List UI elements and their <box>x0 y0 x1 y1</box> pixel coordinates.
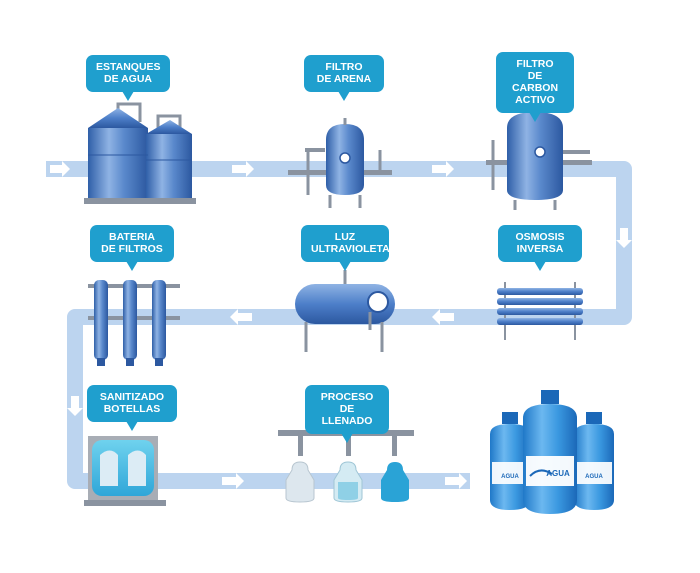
carbon-filter-tank <box>486 112 592 210</box>
arrow-down-icon <box>616 228 632 248</box>
bottle-sanitizer <box>84 436 166 506</box>
label-filter-bank: BATERIA DE FILTROS <box>90 225 174 271</box>
label-uv-light: LUZ ULTRAVIOLETA <box>301 225 390 271</box>
arrow-right-icon <box>232 161 254 177</box>
label-filling: PROCESO DE LLENADO <box>305 385 389 443</box>
arrow-right-icon <box>50 161 70 177</box>
water-bottles: AGUA AGUA AGUA <box>490 390 614 514</box>
bottle-brand-right: AGUA <box>585 474 603 480</box>
filter-bank <box>88 280 180 366</box>
arrow-right-icon <box>432 161 454 177</box>
bottle-center: AGUA <box>523 390 577 514</box>
storage-tanks <box>84 102 196 204</box>
label-tanks: ESTANQUES DE AGUA <box>86 55 170 101</box>
label-carbon-filter: FILTRO DE CARBON ACTIVO <box>496 52 574 122</box>
arrow-left-icon <box>230 309 252 325</box>
bottle-brand-left: AGUA <box>501 474 519 480</box>
bottle-left: AGUA <box>490 412 530 510</box>
arrow-left-icon <box>432 309 454 325</box>
arrow-down-icon <box>67 396 83 416</box>
bottle-brand-center: AGUA <box>546 469 570 478</box>
arrow-right-icon <box>222 473 244 489</box>
uv-light-unit <box>295 270 395 352</box>
arrow-right-icon <box>445 473 467 489</box>
bottle-right: AGUA <box>574 412 614 510</box>
label-sanitizing: SANITIZADO BOTELLAS <box>87 385 177 431</box>
label-reverse-osmosis: OSMOSIS INVERSA <box>498 225 582 271</box>
flow-arrows <box>50 161 632 489</box>
reverse-osmosis-unit <box>497 282 583 340</box>
sand-filter-tank <box>288 118 392 208</box>
label-sand-filter: FILTRO DE ARENA <box>304 55 384 101</box>
